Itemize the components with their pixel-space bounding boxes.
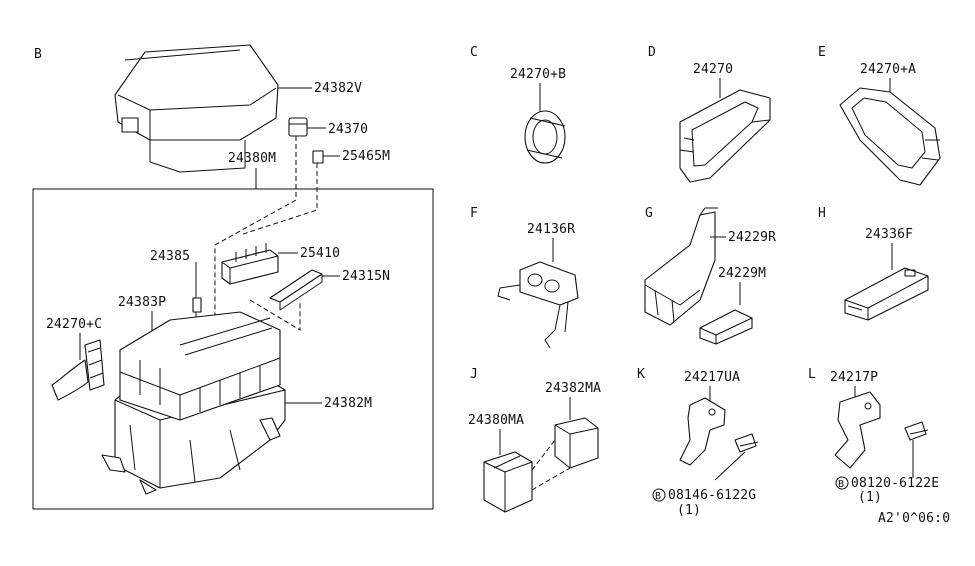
bracket-24229r — [644, 207, 718, 326]
fuse-box-main — [101, 311, 286, 495]
label-bolt-k-qty: (1) — [677, 503, 701, 518]
relay-24370 — [288, 117, 308, 137]
label-24217p: 24217P — [830, 370, 878, 385]
section-label-e: E — [818, 45, 826, 60]
section-label-j: J — [470, 367, 478, 382]
grommet-24270a — [839, 87, 941, 186]
bolt-marker-k-letter: B — [655, 491, 661, 502]
bracket-24217p — [834, 391, 881, 469]
section-label-l: L — [808, 367, 816, 382]
bolt-marker-k — [652, 488, 666, 502]
part-24315n — [269, 269, 323, 311]
label-bolt-l: 08120-6122E — [851, 476, 939, 491]
grommet-24270 — [679, 89, 771, 183]
label-24383p: 24383P — [118, 295, 166, 310]
label-24270a: 24270+A — [860, 62, 916, 77]
bolt-k — [734, 433, 759, 453]
part-24385 — [192, 297, 202, 313]
label-24270c: 24270+C — [46, 317, 102, 332]
label-24229r: 24229R — [728, 230, 776, 245]
section-label-g: G — [645, 206, 653, 221]
section-label-f: F — [470, 206, 478, 221]
label-24270: 24270 — [693, 62, 733, 77]
label-24315n: 24315N — [342, 269, 390, 284]
connector-24229m — [699, 309, 753, 345]
label-24229m: 24229M — [718, 266, 766, 281]
label-24136r: 24136R — [527, 222, 575, 237]
label-24336f: 24336F — [865, 227, 913, 242]
label-24270b: 24270+B — [510, 67, 566, 82]
bolt-marker-l — [835, 476, 849, 490]
label-24382ma: 24382MA — [545, 381, 601, 396]
section-label-h: H — [818, 206, 826, 221]
section-b-frame — [32, 188, 434, 510]
grommet-24270c — [51, 339, 105, 401]
label-bolt-k: 08146-6122G — [668, 488, 756, 503]
label-24380ma: 24380MA — [468, 413, 524, 428]
fuse-25465m — [312, 150, 324, 164]
label-24382v: 24382V — [314, 81, 362, 96]
label-24217ua: 24217UA — [684, 370, 740, 385]
label-24382m: 24382M — [324, 396, 372, 411]
label-24385: 24385 — [150, 249, 190, 264]
label-24380m: 24380M — [228, 151, 276, 166]
relay-socket-24380ma — [483, 451, 533, 513]
label-bolt-l-qty: (1) — [858, 490, 882, 505]
label-24370: 24370 — [328, 122, 368, 137]
bracket-24217ua — [679, 397, 726, 466]
bracket-24136r — [497, 261, 579, 349]
diagram-code: A2'0^06:0 — [878, 511, 950, 526]
section-label-b: B — [34, 47, 42, 62]
bolt-l — [904, 421, 929, 441]
connector-24336f — [844, 267, 929, 321]
label-25465m: 25465M — [342, 149, 390, 164]
fuse-box-cover — [114, 44, 279, 173]
fuse-block-25410 — [221, 243, 279, 285]
section-label-d: D — [648, 45, 656, 60]
section-label-c: C — [470, 45, 478, 60]
bolt-marker-l-letter: B — [838, 479, 844, 490]
section-label-k: K — [637, 367, 645, 382]
grommet-24270b — [524, 110, 566, 164]
label-25410: 25410 — [300, 246, 340, 261]
relay-24382ma — [554, 417, 599, 469]
